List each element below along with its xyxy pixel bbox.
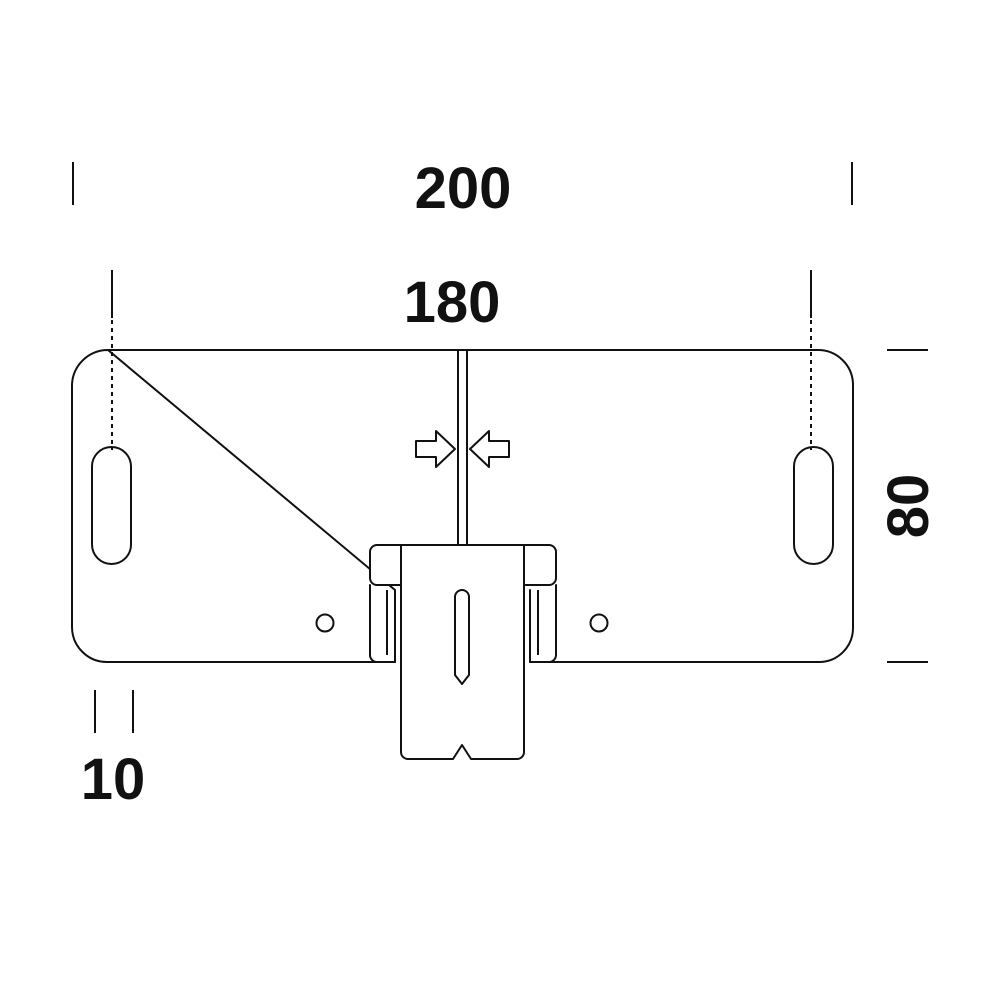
plate-outline [71,349,854,663]
edge-offset-label: 10 [81,747,146,812]
bracket-center-tab [400,544,525,760]
bracket-left-upright [369,584,396,663]
bracket-right-upright [529,584,557,663]
right-small-hole [589,613,609,633]
overall-width-dimension: 200 [72,156,853,221]
height-label: 80 [876,474,941,539]
bracket-tab-slot [454,589,470,685]
bracket-right-flange [524,544,557,586]
overall-width-label: 200 [415,156,512,221]
edge-offset-dimension: 10 [81,690,146,812]
bracket-left-flange [369,544,401,586]
left-arrow-icon [415,430,456,468]
plate [71,349,854,663]
left-small-hole [315,613,335,633]
left-slot [91,446,132,565]
right-arrow-icon [469,430,510,468]
hole-spacing-dimension: 180 [111,270,812,450]
hole-spacing-label: 180 [404,270,501,335]
right-slot [793,446,834,565]
bracket [369,544,557,760]
height-dimension: 80 [876,349,941,663]
